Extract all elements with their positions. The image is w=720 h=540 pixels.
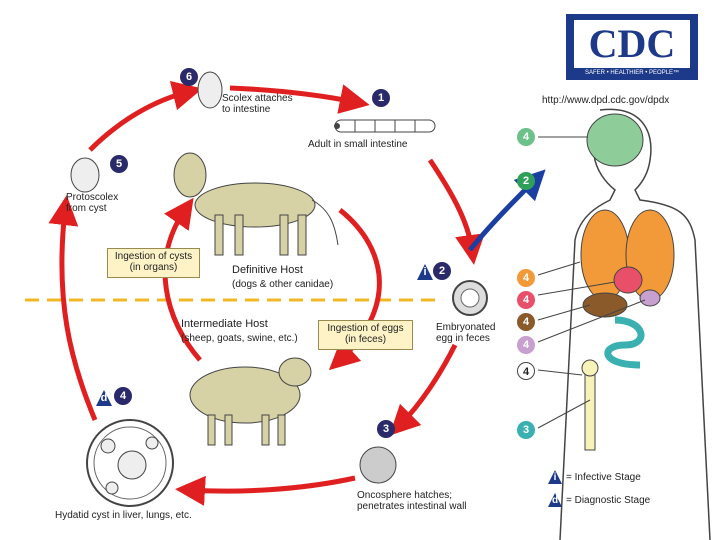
arrow-1-to-2 bbox=[427, 158, 485, 265]
arrow-6-to-1 bbox=[229, 84, 370, 114]
ingestion-eggs-box: Ingestion of eggs (in feces) bbox=[318, 320, 413, 350]
body-label-intestine: 3 bbox=[517, 421, 535, 439]
sheep-drawing bbox=[189, 357, 312, 446]
stage-3-label: Oncosphere hatches; penetrates intestina… bbox=[357, 490, 467, 512]
intermediate-host-title: Intermediate Host bbox=[181, 318, 268, 330]
intestine-drawing bbox=[604, 316, 645, 369]
spleen-drawing bbox=[639, 289, 661, 307]
body-label-heart: 4 bbox=[517, 291, 535, 309]
bone-drawing bbox=[584, 369, 596, 451]
definitive-host-title: Definitive Host bbox=[232, 264, 303, 276]
stage-2-badge: 2 bbox=[433, 262, 451, 280]
stage-1-label: Adult in small intestine bbox=[308, 139, 408, 150]
intermediate-host-sub: (sheep, goats, swine, etc.) bbox=[181, 333, 298, 344]
cdc-logo: CDC bbox=[588, 21, 676, 66]
cdc-tagline: SAFER • HEALTHIER • PEOPLE™ bbox=[584, 70, 680, 76]
stage-2-label: Embryonated egg in feces bbox=[436, 322, 496, 344]
body-label-spleen: 4 bbox=[517, 336, 535, 354]
human-body-drawing bbox=[559, 108, 711, 540]
stage-5-label: Protoscolex from cyst bbox=[66, 192, 119, 214]
legend-infective-text: = Infective Stage bbox=[566, 472, 641, 483]
body-label-entry: 2 bbox=[517, 172, 535, 190]
oncosphere-drawing bbox=[359, 446, 397, 484]
arrow-4-to-5 bbox=[48, 195, 98, 421]
stage-5-badge: 5 bbox=[110, 155, 128, 173]
scolex-drawing bbox=[197, 71, 223, 109]
protoscolex-drawing bbox=[70, 157, 100, 193]
body-label-liver: 4 bbox=[517, 313, 535, 331]
heart-drawing bbox=[613, 266, 643, 294]
brain-drawing bbox=[586, 113, 644, 167]
stage-4-label: Hydatid cyst in liver, lungs, etc. bbox=[55, 510, 192, 521]
body-label-brain: 4 bbox=[517, 128, 535, 146]
source-url[interactable]: http://www.dpd.cdc.gov/dpdx bbox=[542, 95, 670, 106]
arrow-to-human bbox=[468, 169, 546, 252]
ingestion-cysts-box: Ingestion of cysts (in organs) bbox=[107, 248, 200, 278]
hydatid-cyst-drawing bbox=[86, 419, 174, 507]
dog-drawing bbox=[173, 152, 339, 256]
legend-diagnostic-text: = Diagnostic Stage bbox=[566, 495, 651, 506]
definitive-host-sub: (dogs & other canidae) bbox=[232, 279, 334, 290]
arrow-cysts-to-dog bbox=[162, 197, 202, 362]
stage-6-label: Scolex attaches to intestine bbox=[222, 93, 293, 115]
stage-1-badge: 1 bbox=[372, 89, 390, 107]
arrow-2-to-3 bbox=[389, 343, 458, 436]
stage-4-badge: 4 bbox=[114, 387, 132, 405]
body-label-bone: 4 bbox=[517, 362, 535, 380]
body-label-lung: 4 bbox=[517, 269, 535, 287]
arrow-5-to-6 bbox=[88, 80, 203, 152]
stage-6-badge: 6 bbox=[180, 68, 198, 86]
arrow-3-to-4 bbox=[175, 475, 356, 506]
stage-3-badge: 3 bbox=[377, 420, 395, 438]
adult-worm-drawing bbox=[334, 119, 436, 133]
